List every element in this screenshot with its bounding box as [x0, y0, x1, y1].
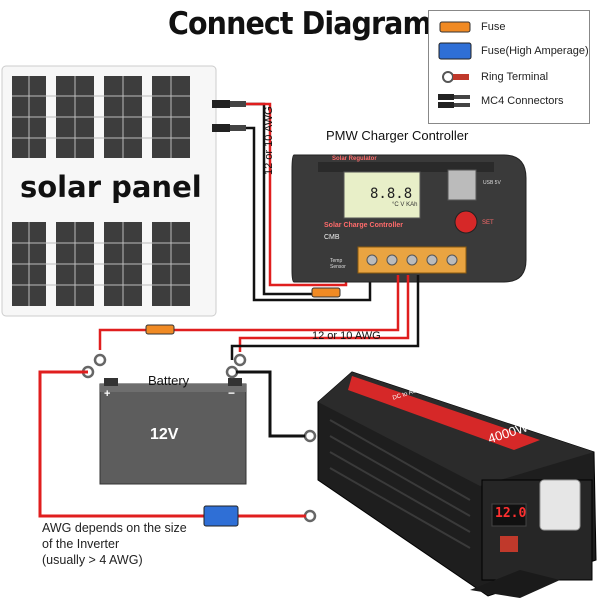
high-amp-fuse-icon: [435, 42, 475, 60]
lcd-units: °C V KAh: [392, 202, 418, 208]
legend-item-high-amp-fuse: Fuse(High Amperage): [435, 41, 589, 61]
usb-label: USB 5V: [483, 180, 501, 186]
awg-note-line: (usually > 4 AWG): [42, 553, 143, 567]
controller-header: Solar Regulator: [332, 156, 377, 162]
battery-minus: −: [228, 386, 236, 400]
lcd-digits: 8.8.8: [370, 186, 413, 202]
ring-terminal-icon: [435, 68, 475, 86]
solar-fuse: [311, 287, 341, 298]
wire-gauge-vertical-label: 12 or 10 AWG: [263, 106, 275, 175]
controller-title: PMW Charger Controller: [326, 128, 469, 143]
legend-label: Fuse(High Amperage): [481, 45, 589, 57]
legend: Fuse Fuse(High Amperage) Ring Terminal M…: [428, 10, 590, 124]
legend-item-mc4: MC4 Connectors: [435, 91, 564, 111]
wire-gauge-horizontal-label: 12 or 10 AWG: [312, 330, 381, 342]
set-label: SET: [482, 220, 494, 226]
controller-subtitle: Solar Charge Controller: [324, 222, 403, 229]
controller-brand: CMB: [324, 234, 340, 241]
legend-label: MC4 Connectors: [481, 95, 564, 107]
battery-fuse: [145, 324, 175, 335]
mc4-connectors: [212, 100, 246, 132]
charge-controller: [291, 154, 527, 283]
battery: [99, 378, 247, 485]
fuse-icon: [435, 18, 475, 36]
solar-panel-label: solar panel: [20, 170, 202, 204]
battery-plus: +: [104, 388, 111, 400]
legend-label: Ring Terminal: [481, 71, 549, 83]
temp-sensor-label: Temp Sensor: [330, 258, 346, 270]
awg-note-line: AWG depends on the size: [42, 521, 187, 535]
solar-panel: [1, 65, 217, 317]
battery-voltage: 12V: [150, 426, 179, 443]
legend-label: Fuse: [481, 21, 506, 33]
power-inverter: [317, 371, 597, 598]
legend-item-ring-terminal: Ring Terminal: [435, 67, 548, 87]
battery-label: Battery: [148, 373, 190, 388]
high-amp-fuse: [203, 505, 239, 527]
diagram-title: Connect Diagram: [168, 6, 432, 42]
mc4-connector-icon: [435, 92, 475, 110]
inverter-display: 12.0: [495, 506, 527, 521]
awg-note-line: of the Inverter: [42, 537, 120, 551]
awg-note: AWG depends on the size of the Inverter …: [42, 520, 187, 568]
legend-item-fuse: Fuse: [435, 17, 505, 37]
